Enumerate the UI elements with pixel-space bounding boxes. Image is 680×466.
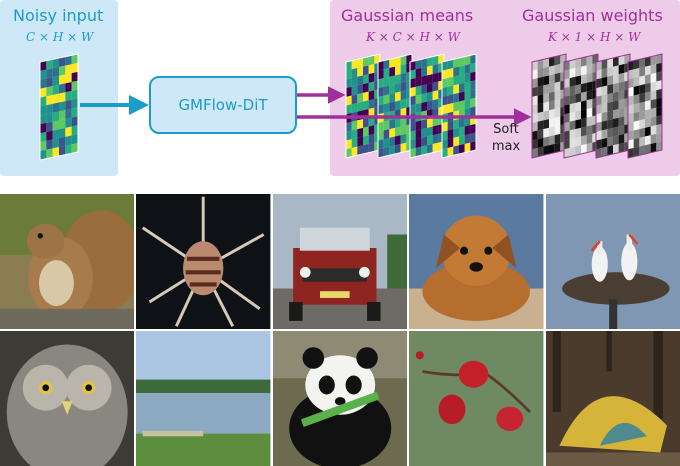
weight-tile-4	[627, 53, 663, 159]
photo-owl	[0, 331, 135, 466]
means-tile-4	[441, 53, 477, 159]
weights-dims: K × 1 × H × W	[548, 30, 641, 44]
softmax-label: Soft max	[488, 121, 524, 155]
gmflow-dit-block: GMFlow-DiT	[149, 76, 297, 134]
weight-tile-1	[531, 53, 567, 159]
softmax-line2: max	[491, 139, 521, 154]
means-dims: K × C × H × W	[366, 30, 460, 44]
photo-rose-hips	[409, 331, 544, 466]
softmax-line1: Soft	[493, 122, 519, 137]
photo-tent	[545, 331, 680, 466]
weight-tile-2	[563, 53, 599, 159]
photo-land-rover	[272, 194, 408, 329]
flow-diagram	[39, 53, 663, 161]
input-title: Noisy input	[13, 6, 104, 25]
weights-title: Gaussian weights	[522, 6, 663, 25]
photo-squirrel	[0, 194, 135, 329]
photo-lionfish	[136, 194, 271, 329]
sample-image-grid	[0, 194, 680, 466]
means-title: Gaussian means	[341, 6, 474, 25]
photo-terrier-puppy	[409, 194, 544, 329]
means-tile-3	[409, 53, 445, 159]
weight-tile-3	[595, 53, 631, 159]
photo-storks-nest	[545, 194, 680, 329]
photo-panda	[272, 331, 408, 466]
input-dims: C × H × W	[26, 30, 94, 44]
means-tile-2	[377, 53, 413, 159]
input-noise-tile	[39, 53, 79, 161]
photo-lake	[136, 331, 271, 466]
means-tile-1	[345, 53, 381, 159]
